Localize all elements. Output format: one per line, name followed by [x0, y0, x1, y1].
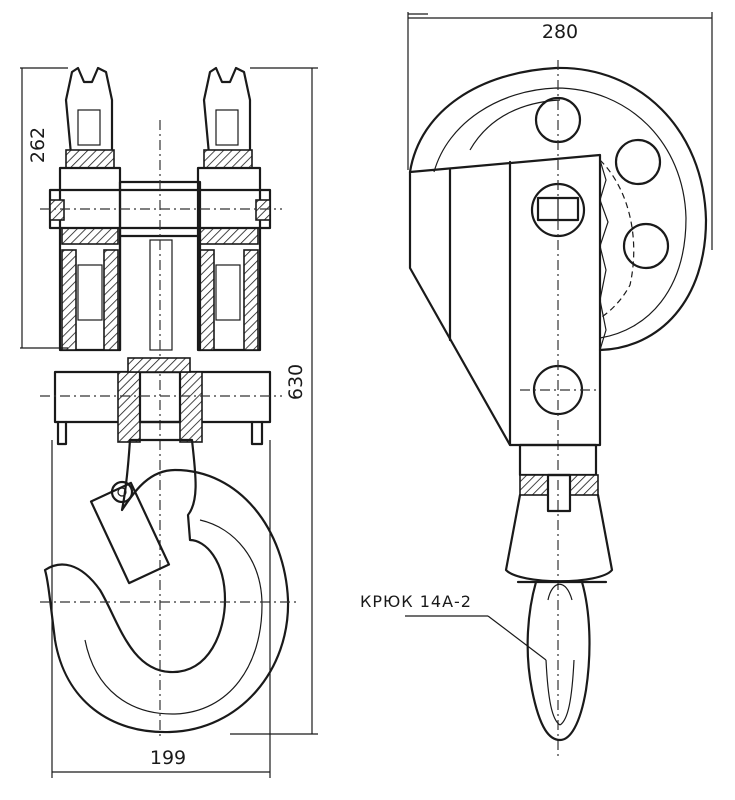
hook	[40, 438, 300, 734]
dim-262-label: 262	[27, 127, 49, 163]
sheave-axle	[40, 180, 282, 238]
hook-callout: КРЮК 14А-2	[360, 592, 547, 661]
side-plates	[118, 120, 202, 740]
hook-label: КРЮК 14А-2	[360, 592, 472, 611]
front-section-view: 262 630 199	[20, 66, 318, 778]
hook-traverse	[40, 357, 282, 446]
dim-280-label: 280	[542, 21, 578, 43]
side-plate	[408, 60, 602, 760]
dimension-199: 199	[51, 440, 271, 778]
dimension-630: 630	[230, 67, 318, 735]
dim-199-label: 199	[150, 747, 186, 769]
side-view: 280	[360, 12, 713, 760]
hook-side	[526, 580, 591, 742]
dimension-262: 262	[20, 67, 68, 349]
right-sheave	[196, 66, 262, 352]
dimension-280: 280	[407, 12, 713, 250]
dim-630-label: 630	[285, 364, 307, 400]
hook-swivel	[504, 443, 614, 584]
left-sheave	[58, 66, 122, 352]
